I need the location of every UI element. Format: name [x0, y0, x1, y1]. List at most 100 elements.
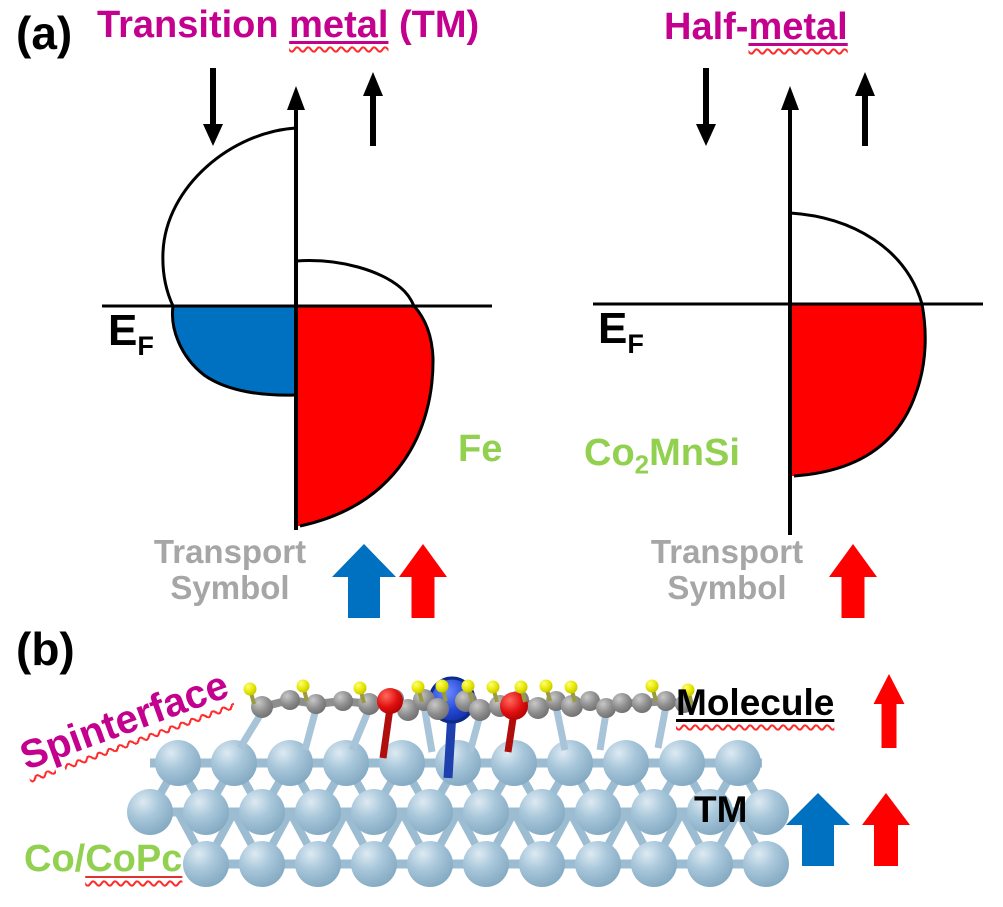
ef-symbol: E — [108, 306, 138, 355]
metal-atom — [127, 789, 173, 835]
hm-transport-spin-up-block-arrow-icon — [829, 544, 877, 618]
carbon-atom — [656, 691, 676, 711]
metal-atom — [407, 841, 453, 887]
metal-atom — [715, 740, 761, 786]
carbon-atom — [596, 698, 616, 718]
metal-atom — [295, 789, 341, 835]
metal-atom — [323, 740, 369, 786]
metal-atom — [575, 789, 621, 835]
molecule-surface-bond — [237, 710, 265, 750]
metal-atom — [575, 841, 621, 887]
carbon-atom — [580, 691, 600, 711]
tm-spin-down-arrow-icon — [203, 68, 223, 146]
tm-dos-axis-arrowhead-icon — [287, 86, 305, 110]
metal-atom — [547, 740, 593, 786]
nitrogen-surface-bond — [379, 707, 394, 759]
metal-atom — [519, 841, 565, 887]
transport-line2: Symbol — [667, 569, 787, 606]
transition-metal-title: Transition metal (TM) — [97, 4, 479, 47]
hydrogen-atom — [353, 681, 367, 695]
metal-atom — [631, 841, 677, 887]
nitrogen-atom — [377, 688, 403, 714]
metal-atom — [463, 841, 509, 887]
molecule-spin-up-block-arrow-icon — [873, 674, 905, 748]
metal-atom — [463, 789, 509, 835]
metal-atom — [211, 740, 257, 786]
material-pre: Co — [584, 432, 635, 474]
hydrogen-atom — [296, 679, 310, 693]
hm-spin-up-arrow-icon — [855, 72, 875, 146]
tm-spin-up-unoccupied-lobe — [296, 260, 414, 306]
tm-dos-outlines — [161, 126, 435, 528]
metal-atom — [155, 740, 201, 786]
metal-atom — [743, 841, 789, 887]
metal-atom — [295, 841, 341, 887]
material-post: MnSi — [649, 432, 740, 474]
copc-molecule — [237, 676, 695, 779]
ef-subscript: F — [137, 330, 154, 361]
hm-spin-up-occupied-lobe — [790, 304, 926, 476]
title-prefix: Half- — [664, 6, 749, 48]
carbon-atom — [632, 693, 652, 713]
metal-atom — [183, 841, 229, 887]
molecule-surface-bond — [596, 712, 610, 751]
metal-atom — [239, 789, 285, 835]
metal-atom — [659, 740, 705, 786]
title-underlined-word: metal — [289, 4, 389, 46]
hydrogen-atom — [681, 683, 695, 697]
hm-spin-down-arrow-icon — [696, 68, 716, 146]
nitrogen-atom — [500, 692, 528, 720]
material-subscript: 2 — [634, 449, 650, 480]
tm-spin-down-unoccupied-lobe — [162, 128, 296, 306]
tm-layer-spin-down-block-arrow-icon — [786, 793, 850, 866]
substrate-label-co-copc: Co/CoPc — [24, 838, 182, 881]
panel-b-label: (b) — [16, 623, 75, 675]
molecule-surface-bond — [301, 708, 320, 751]
hydrogen-atom — [461, 679, 475, 693]
hydrogen-atom — [645, 679, 659, 693]
metal-atom — [351, 789, 397, 835]
transport-line2: Symbol — [170, 569, 290, 606]
hydrogen-atom — [411, 680, 425, 694]
fermi-level-label-tm: EF — [108, 306, 154, 362]
metal-atom — [687, 789, 733, 835]
metal-atom — [491, 740, 537, 786]
carbon-atom — [612, 693, 632, 713]
metal-atom — [267, 740, 313, 786]
metal-atom — [603, 740, 649, 786]
dos-plot-transition-metal — [102, 68, 492, 530]
hydrogen-atom — [243, 682, 257, 696]
molecule-surface-bond — [348, 707, 373, 752]
metal-atom — [631, 789, 677, 835]
carbon-atom — [280, 690, 300, 710]
fermi-level-label-hm: EF — [598, 304, 644, 360]
carbon-atom — [469, 699, 491, 721]
tm-layer-spin-up-block-arrow-icon — [862, 793, 910, 866]
metal-atom — [407, 789, 453, 835]
molecule-surface-bond — [466, 714, 484, 753]
carbon-atom — [527, 697, 549, 719]
metal-atom — [519, 789, 565, 835]
hydrogen-atom — [539, 679, 553, 693]
substrate-prefix: Co/ — [24, 838, 86, 880]
hydrogen-atom — [564, 680, 578, 694]
metal-atom — [687, 841, 733, 887]
hm-spin-up-unoccupied-lobe — [790, 213, 922, 304]
tm-metal-slab — [127, 740, 789, 887]
tm-transport-spin-down-block-arrow-icon — [332, 544, 396, 618]
molecule-label: Molecule — [676, 682, 834, 724]
carbon-atom — [333, 691, 353, 711]
hydrogen-atom — [435, 679, 449, 693]
carbon-atom — [561, 695, 583, 717]
dos-plot-half-metal — [593, 68, 983, 535]
ef-subscript: F — [627, 328, 644, 359]
panel-a-label: (a) — [16, 7, 73, 59]
tm-layer-label: TM — [694, 789, 748, 830]
metal-atom — [239, 841, 285, 887]
hydrogen-atom — [486, 680, 500, 694]
hydrogen-atom — [514, 680, 528, 694]
metal-atom — [743, 789, 789, 835]
substrate-underlined-word: CoPc — [85, 838, 183, 880]
